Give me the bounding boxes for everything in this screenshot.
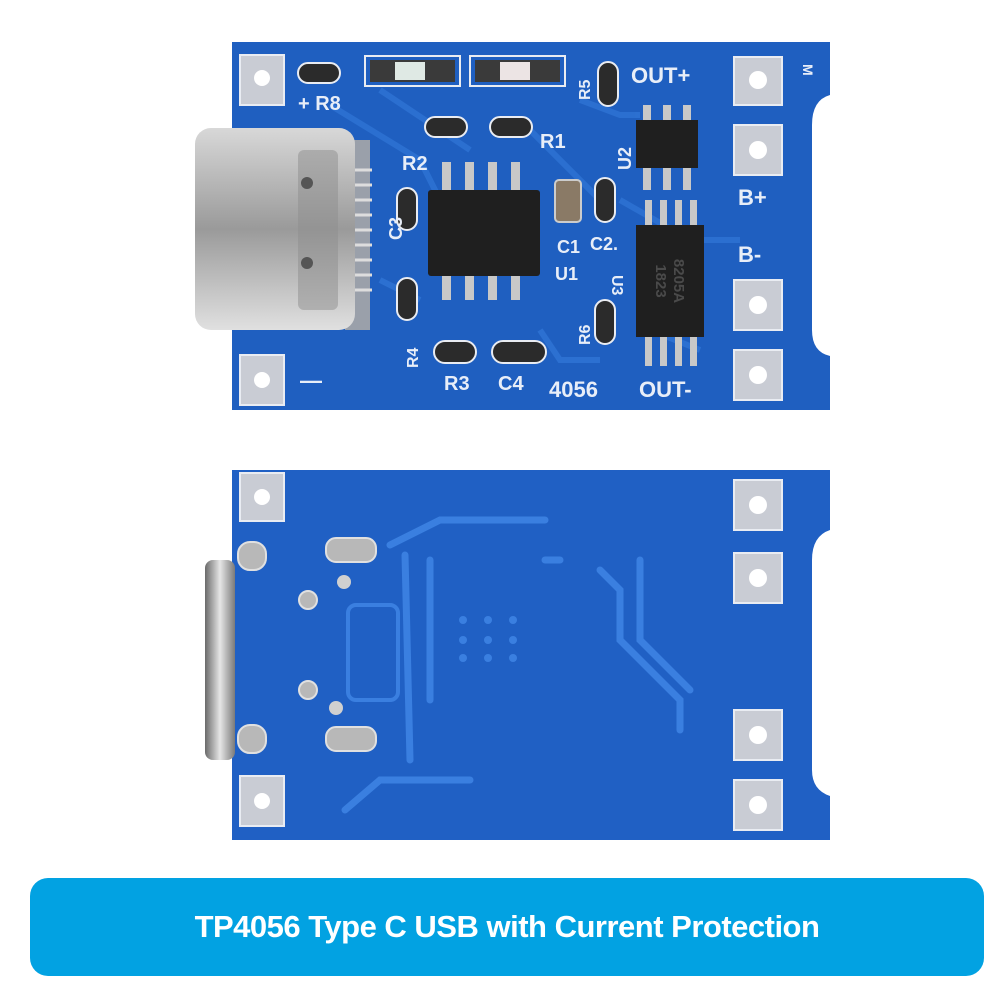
label-c3: C3	[386, 217, 406, 240]
label-r3: R3	[444, 373, 470, 395]
led-indicators	[364, 55, 566, 87]
label-m: M	[800, 64, 816, 76]
label-u1: U1	[555, 264, 578, 284]
label-b-minus: B-	[738, 242, 761, 267]
label-c1: C1	[557, 237, 580, 257]
label-r2: R2	[402, 153, 428, 175]
label-b-plus: B+	[738, 185, 767, 210]
label-out-minus: OUT-	[639, 377, 692, 402]
label-r6: R6	[577, 324, 594, 345]
usb-c-connector-side	[205, 560, 235, 760]
label-r1: R1	[540, 131, 566, 153]
label-4056: 4056	[549, 377, 598, 402]
label-c2: C2.	[590, 234, 618, 254]
label-minus: —	[300, 368, 322, 393]
caption-banner: TP4056 Type C USB with Current Protectio…	[30, 878, 984, 976]
usb-c-connector	[195, 128, 372, 330]
label-r5: R5	[577, 79, 594, 100]
label-c4: C4	[498, 373, 524, 395]
label-r4: R4	[405, 347, 422, 368]
chip-u3: 8205A 1823	[636, 200, 704, 366]
label-out-plus: OUT+	[631, 63, 690, 88]
chip-u1	[428, 162, 540, 300]
capacitor-c1	[554, 179, 582, 223]
solder-pads	[239, 54, 783, 406]
product-caption: TP4056 Type C USB with Current Protectio…	[194, 909, 820, 944]
pcb-top-side: 8205A 1823 + R8 R5 OUT+ R1 R2 U2 B+ B- C…	[195, 42, 830, 410]
silkscreen-labels: + R8 R5 OUT+ R1 R2 U2 B+ B- C1 C2. U1 C3…	[298, 63, 816, 402]
chip-u2	[636, 105, 698, 190]
label-r8: + R8	[298, 93, 341, 115]
label-u2: U2	[615, 147, 635, 170]
chip-marking: 8205A	[670, 259, 687, 303]
pcb-bottom-side	[205, 470, 830, 840]
label-u3: U3	[608, 275, 625, 296]
chip-marking: 1823	[652, 264, 669, 297]
